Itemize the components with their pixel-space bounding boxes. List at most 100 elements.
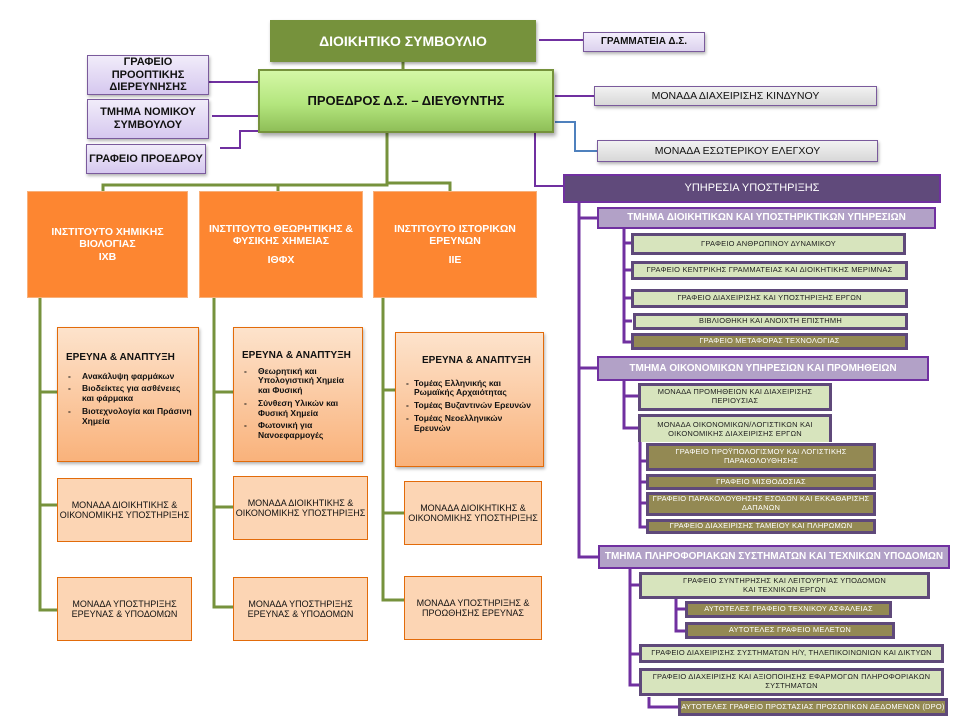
- dept-administrative-services[interactable]: ΤΜΗΜΑ ΔΙΟΙΚΗΤΙΚΩΝ ΚΑΙ ΥΠΟΣΤΗΡΙΚΤΙΚΩΝ ΥΠΗ…: [597, 207, 936, 229]
- rnd-box-itfx[interactable]: ΕΡΕΥΝΑ & ΑΝΑΠΤΥΞΗ Θεωρητική και Υπολογισ…: [233, 327, 363, 462]
- research-support-unit-itfx[interactable]: ΜΟΝΑΔΑ ΥΠΟΣΤΗΡΙΞΗΣ ΕΡΕΥΝΑΣ & ΥΠΟΔΟΜΩΝ: [233, 577, 368, 641]
- support-service-label: ΥΠΗΡΕΣΙΑ ΥΠΟΣΤΗΡΙΞΗΣ: [684, 182, 820, 195]
- rnd-item: Βιοτεχνολογία και Πράσινη Χημεία: [66, 406, 192, 427]
- rnd-item: Τομέας Ελληνικής και Ρωμαϊκής Αρχαιότητα…: [404, 378, 537, 399]
- dept-information-systems[interactable]: ΤΜΗΜΑ ΠΛΗΡΟΦΟΡΙΑΚΩΝ ΣΥΣΤΗΜΑΤΩΝ ΚΑΙ ΤΕΧΝΙ…: [598, 545, 950, 569]
- office-label: ΓΡΑΦΕΙΟ ΚΕΝΤΡΙΚΗΣ ΓΡΑΜΜΑΤΕΙΑΣ ΚΑΙ ΔΙΟΙΚΗ…: [646, 265, 893, 275]
- rnd-box-ixb[interactable]: ΕΡΕΥΝΑ & ΑΝΑΠΤΥΞΗ Ανακάλυψη φαρμάκων Βιο…: [57, 327, 199, 462]
- institute-chemical-biology[interactable]: ΙΝΣΤΙΤΟΥΤΟ ΧΗΜΙΚΗΣ ΒΙΟΛΟΓΙΑΣ ΙΧΒ: [27, 191, 188, 298]
- unit-label: ΜΟΝΑΔΑ ΔΙΟΙΚΗΤΙΚΗΣ & ΟΙΚΟΝΟΜΙΚΗΣ ΥΠΟΣΤΗΡ…: [59, 499, 190, 520]
- support-service[interactable]: ΥΠΗΡΕΣΙΑ ΥΠΟΣΤΗΡΙΞΗΣ: [563, 174, 941, 203]
- board-secretariat-label: ΓΡΑΜΜΑΤΕΙΑ Δ.Σ.: [600, 36, 688, 48]
- board-label: ΔΙΟΙΚΗΤΙΚΟ ΣΥΜΒΟΥΛΙΟ: [319, 32, 487, 49]
- unit-label: ΜΟΝΑΔΑ ΔΙΟΙΚΗΤΙΚΗΣ & ΟΙΚΟΝΟΜΙΚΗΣ ΥΠΟΣΤΗΡ…: [408, 502, 538, 523]
- board-of-directors[interactable]: ΔΙΟΙΚΗΤΙΚΟ ΣΥΜΒΟΥΛΙΟ: [270, 20, 536, 62]
- connector-support-trunk: [577, 202, 598, 559]
- institute-name: ΕΡΕΥΝΩΝ: [429, 235, 481, 248]
- rnd-item: Βιοδείκτες για ασθένειες και φάρμακα: [66, 383, 192, 404]
- office-maintenance-infrastructure[interactable]: ΓΡΑΦΕΙΟ ΣΥΝΤΗΡΗΣΗΣ ΚΑΙ ΛΕΙΤΟΥΡΓΙΑΣ ΥΠΟΔΟ…: [639, 572, 930, 599]
- rnd-list: Θεωρητική και Υπολογιστική Χημεία και Φυ…: [242, 366, 356, 444]
- office-label: ΓΡΑΦΕΙΟ ΜΙΣΘΟΔΟΣΙΑΣ: [716, 476, 806, 486]
- institute-historical-research[interactable]: ΙΝΣΤΙΤΟΥΤΟ ΙΣΤΟΡΙΚΩΝ ΕΡΕΥΝΩΝ ΙΙΕ: [373, 191, 537, 298]
- rnd-title: ΕΡΕΥΝΑ & ΑΝΑΠΤΥΞΗ: [422, 355, 531, 366]
- president-office-label: ΓΡΑΦΕΙΟ ΠΡΟΕΔΡΟΥ: [89, 152, 203, 165]
- rnd-item: Τομέας Νεοελληνικών Ερευνών: [404, 413, 537, 434]
- office-label: ΓΡΑΦΕΙΟ ΑΝΘΡΩΠΙΝΟΥ ΔΥΝΑΜΙΚΟΥ: [700, 238, 836, 248]
- rnd-item: Ανακάλυψη φαρμάκων: [66, 371, 192, 382]
- office-label: ΑΥΤΟΤΕΛΕΣ ΓΡΑΦΕΙΟ ΜΕΛΕΤΩΝ: [728, 625, 852, 635]
- office-label: ΓΡΑΦΕΙΟ ΜΕΤΑΦΟΡΑΣ ΤΕΧΝΟΛΟΓΙΑΣ: [699, 336, 840, 346]
- president-director[interactable]: ΠΡΟΕΔΡΟΣ Δ.Σ. – ΔΙΕΥΘΥΝΤΗΣ: [258, 69, 554, 133]
- dept-financial-services[interactable]: ΤΜΗΜΑ ΟΙΚΟΝΟΜΙΚΩΝ ΥΠΗΡΕΣΙΩΝ ΚΑΙ ΠΡΟΜΗΘΕΙ…: [597, 356, 929, 381]
- office-label: ΓΡΑΦΕΙΟ ΔΙΑΧΕΙΡΙΣΗΣ ΚΑΙ ΑΞΙΟΠΟΙΗΣΗΣ ΕΦΑΡ…: [652, 672, 931, 690]
- institute-name: ΙΝΣΤΙΤΟΥΤΟ ΧΗΜΙΚΗΣ: [51, 226, 164, 239]
- connector-inst2-trunk: [212, 297, 233, 609]
- unit-label: ΜΟΝΑΔΑ ΔΙΟΙΚΗΤΙΚΗΣ & ΟΙΚΟΝΟΜΙΚΗΣ ΥΠΟΣΤΗΡ…: [235, 497, 366, 518]
- department-label: ΤΜΗΜΑ ΟΙΚΟΝΟΜΙΚΩΝ ΥΠΗΡΕΣΙΩΝ ΚΑΙ ΠΡΟΜΗΘΕΙ…: [629, 362, 897, 374]
- research-support-unit-ixb[interactable]: ΜΟΝΑΔΑ ΥΠΟΣΤΗΡΙΞΗΣ ΕΡΕΥΝΑΣ & ΥΠΟΔΟΜΩΝ: [57, 577, 192, 641]
- office-label: ΓΡΑΦΕΙΟ ΠΑΡΑΚΟΛΟΥΘΗΣΗΣ ΕΣΟΔΩΝ ΚΑΙ ΕΚΚΑΘΑ…: [652, 494, 870, 512]
- office-financial-accounting[interactable]: ΜΟΝΑΔΑ ΟΙΚΟΝΟΜΙΚΩΝ/ΛΟΓΙΣΤΙΚΩΝ ΚΑΙ ΟΙΚΟΝΟ…: [638, 414, 832, 442]
- admin-finance-unit-iie[interactable]: ΜΟΝΑΔΑ ΔΙΟΙΚΗΤΙΚΗΣ & ΟΙΚΟΝΟΜΙΚΗΣ ΥΠΟΣΤΗΡ…: [404, 481, 542, 545]
- office-label: ΚΑΙ ΤΕΧΝΙΚΩΝ ΕΡΓΩΝ: [743, 584, 826, 594]
- office-information-applications[interactable]: ΓΡΑΦΕΙΟ ΔΙΑΧΕΙΡΙΣΗΣ ΚΑΙ ΑΞΙΟΠΟΙΗΣΗΣ ΕΦΑΡ…: [639, 668, 944, 696]
- office-treasury-payments[interactable]: ΓΡΑΦΕΙΟ ΔΙΑΧΕΙΡΙΣΗΣ ΤΑΜΕΙΟΥ ΚΑΙ ΠΛΗΡΩΜΩΝ: [646, 519, 876, 534]
- office-studies[interactable]: ΑΥΤΟΤΕΛΕΣ ΓΡΑΦΕΙΟ ΜΕΛΕΤΩΝ: [685, 622, 895, 639]
- institute-theoretical-physical-chemistry[interactable]: ΙΝΣΤΙΤΟΥΤΟ ΘΕΩΡΗΤΙΚΗΣ & ΦΥΣΙΚΗΣ ΧΗΜΕΙΑΣ …: [199, 191, 363, 298]
- research-promotion-unit-iie[interactable]: ΜΟΝΑΔΑ ΥΠΟΣΤΗΡΙΞΗΣ & ΠΡΟΩΘΗΣΗΣ ΕΡΕΥΝΑΣ: [404, 576, 542, 640]
- institute-name: ΙΝΣΤΙΤΟΥΤΟ ΘΕΩΡΗΤΙΚΗΣ &: [208, 223, 354, 236]
- office-human-resources[interactable]: ΓΡΑΦΕΙΟ ΑΝΘΡΩΠΙΝΟΥ ΔΥΝΑΜΙΚΟΥ: [631, 233, 906, 255]
- risk-management-unit[interactable]: ΜΟΝΑΔΑ ΔΙΑΧΕΙΡΙΣΗΣ ΚΙΝΔΥΝΟΥ: [594, 86, 877, 106]
- office-procurement[interactable]: ΜΟΝΑΔΑ ΠΡΟΜΗΘΕΙΩΝ ΚΑΙ ΔΙΑΧΕΙΡΙΣΗΣ ΠΕΡΙΟΥ…: [638, 383, 832, 411]
- office-payroll[interactable]: ΓΡΑΦΕΙΟ ΜΙΣΘΟΔΟΣΙΑΣ: [646, 474, 876, 490]
- office-label: ΒΙΒΛΙΟΘΗΚΗ ΚΑΙ ΑΝΟΙΧΤΗ ΕΠΙΣΤΗΜΗ: [699, 316, 842, 326]
- rnd-box-iie[interactable]: ΕΡΕΥΝΑ & ΑΝΑΠΤΥΞΗ Τομέας Ελληνικής και Ρ…: [395, 332, 544, 467]
- institute-name: ΒΙΟΛΟΓΙΑΣ: [79, 238, 136, 251]
- connector-support: [534, 124, 563, 187]
- legal-advisor-department[interactable]: ΤΜΗΜΑ ΝΟΜΙΚΟΥ ΣΥΜΒΟΥΛΟΥ: [87, 99, 209, 139]
- connector-institute-3: [387, 181, 452, 191]
- board-secretariat[interactable]: ΓΡΑΜΜΑΤΕΙΑ Δ.Σ.: [583, 32, 705, 52]
- legal-advisor-label: ΤΜΗΜΑ ΝΟΜΙΚΟΥ ΣΥΜΒΟΥΛΟΥ: [100, 106, 196, 131]
- department-label: ΤΜΗΜΑ ΠΛΗΡΟΦΟΡΙΑΚΩΝ ΣΥΣΤΗΜΑΤΩΝ ΚΑΙ ΤΕΧΝΙ…: [604, 551, 944, 563]
- rnd-item: Τομέας Βυζαντινών Ερευνών: [404, 400, 537, 411]
- rnd-item: Φωτονική για Νανοεφαρμογές: [242, 421, 356, 441]
- office-label: ΑΥΤΟΤΕΛΕΣ ΓΡΑΦΕΙΟ ΠΡΟΣΤΑΣΙΑΣ ΠΡΟΣΩΠΙΚΩΝ …: [681, 701, 945, 711]
- office-label: ΓΡΑΦΕΙΟ ΠΡΟΫΠΟΛΟΓΙΣΜΟΥ ΚΑΙ ΛΟΓΙΣΤΙΚΗΣ ΠΑ…: [675, 447, 847, 465]
- office-label: ΓΡΑΦΕΙΟ ΔΙΑΧΕΙΡΙΣΗΣ ΣΥΣΤΗΜΑΤΩΝ Η/Υ, ΤΗΛΕ…: [651, 648, 932, 658]
- institute-abbr: ΙΘΦΧ: [267, 253, 295, 266]
- unit-label: ΜΟΝΑΔΑ ΥΠΟΣΤΗΡΙΞΗΣ ΕΡΕΥΝΑΣ & ΥΠΟΔΟΜΩΝ: [247, 598, 354, 619]
- office-project-management[interactable]: ΓΡΑΦΕΙΟ ΔΙΑΧΕΙΡΙΣΗΣ ΚΑΙ ΥΠΟΣΤΗΡΙΞΗΣ ΕΡΓΩ…: [631, 289, 908, 308]
- connector-audit: [555, 121, 597, 152]
- office-budget-monitoring[interactable]: ΓΡΑΦΕΙΟ ΠΡΟΫΠΟΛΟΓΙΣΜΟΥ ΚΑΙ ΛΟΓΙΣΤΙΚΗΣ ΠΑ…: [646, 443, 876, 471]
- risk-management-label: ΜΟΝΑΔΑ ΔΙΑΧΕΙΡΙΣΗΣ ΚΙΝΔΥΝΟΥ: [651, 89, 820, 102]
- office-label: ΜΟΝΑΔΑ ΟΙΚΟΝΟΜΙΚΩΝ/ΛΟΓΙΣΤΙΚΩΝ ΚΑΙ ΟΙΚΟΝΟ…: [657, 419, 813, 438]
- foresight-office[interactable]: ΓΡΑΦΕΙΟ ΠΡΟΟΠΤΙΚΗΣ ΔΙΕΡΕΥΝΗΣΗΣ: [87, 55, 209, 95]
- internal-audit-unit[interactable]: ΜΟΝΑΔΑ ΕΣΩΤΕΡΙΚΟΥ ΕΛΕΓΧΟΥ: [597, 140, 878, 162]
- office-data-protection-dpo[interactable]: ΑΥΤΟΤΕΛΕΣ ΓΡΑΦΕΙΟ ΠΡΟΣΤΑΣΙΑΣ ΠΡΟΣΩΠΙΚΩΝ …: [678, 698, 948, 716]
- office-revenue-expenses[interactable]: ΓΡΑΦΕΙΟ ΠΑΡΑΚΟΛΟΥΘΗΣΗΣ ΕΣΟΔΩΝ ΚΑΙ ΕΚΚΑΘΑ…: [646, 492, 876, 516]
- unit-label: ΜΟΝΑΔΑ ΥΠΟΣΤΗΡΙΞΗΣ & ΠΡΟΩΘΗΣΗΣ ΕΡΕΥΝΑΣ: [416, 597, 530, 618]
- office-library-open-science[interactable]: ΒΙΒΛΙΟΘΗΚΗ ΚΑΙ ΑΝΟΙΧΤΗ ΕΠΙΣΤΗΜΗ: [633, 313, 908, 330]
- institute-name: ΦΥΣΙΚΗΣ ΧΗΜΕΙΑΣ: [232, 235, 330, 248]
- rnd-list: Ανακάλυψη φαρμάκων Βιοδείκτες για ασθένε…: [66, 371, 192, 430]
- internal-audit-label: ΜΟΝΑΔΑ ΕΣΩΤΕΡΙΚΟΥ ΕΛΕΓΧΟΥ: [654, 144, 821, 157]
- unit-label: ΜΟΝΑΔΑ ΥΠΟΣΤΗΡΙΞΗΣ ΕΡΕΥΝΑΣ & ΥΠΟΔΟΜΩΝ: [71, 598, 178, 619]
- foresight-office-label: ΓΡΑΦΕΙΟ ΠΡΟΟΠΤΙΚΗΣ ΔΙΕΡΕΥΝΗΣΗΣ: [109, 56, 187, 94]
- office-central-secretariat[interactable]: ΓΡΑΦΕΙΟ ΚΕΝΤΡΙΚΗΣ ΓΡΑΜΜΑΤΕΙΑΣ ΚΑΙ ΔΙΟΙΚΗ…: [631, 261, 908, 280]
- office-label: ΓΡΑΦΕΙΟ ΔΙΑΧΕΙΡΙΣΗΣ ΤΑΜΕΙΟΥ ΚΑΙ ΠΛΗΡΩΜΩΝ: [669, 521, 853, 531]
- connector-president-office: [220, 130, 258, 149]
- connector-institute-1: [101, 124, 389, 191]
- president-label: ΠΡΟΕΔΡΟΣ Δ.Σ. – ΔΙΕΥΘΥΝΤΗΣ: [307, 92, 505, 108]
- office-technical-safety[interactable]: ΑΥΤΟΤΕΛΕΣ ΓΡΑΦΕΙΟ ΤΕΧΝΙΚΟΥ ΑΣΦΑΛΕΙΑΣ: [685, 601, 892, 618]
- admin-finance-unit-ixb[interactable]: ΜΟΝΑΔΑ ΔΙΟΙΚΗΤΙΚΗΣ & ΟΙΚΟΝΟΜΙΚΗΣ ΥΠΟΣΤΗΡ…: [57, 478, 192, 542]
- rnd-title: ΕΡΕΥΝΑ & ΑΝΑΠΤΥΞΗ: [66, 352, 175, 363]
- president-office[interactable]: ΓΡΑΦΕΙΟ ΠΡΟΕΔΡΟΥ: [86, 144, 206, 174]
- office-label: ΓΡΑΦΕΙΟ ΣΥΝΤΗΡΗΣΗΣ ΚΑΙ ΛΕΙΤΟΥΡΓΙΑΣ ΥΠΟΔΟ…: [683, 575, 886, 585]
- office-label: ΑΥΤΟΤΕΛΕΣ ΓΡΑΦΕΙΟ ΤΕΧΝΙΚΟΥ ΑΣΦΑΛΕΙΑΣ: [704, 604, 873, 614]
- office-label: ΓΡΑΦΕΙΟ ΔΙΑΧΕΙΡΙΣΗΣ ΚΑΙ ΥΠΟΣΤΗΡΙΞΗΣ ΕΡΓΩ…: [677, 293, 862, 303]
- office-technology-transfer[interactable]: ΓΡΑΦΕΙΟ ΜΕΤΑΦΟΡΑΣ ΤΕΧΝΟΛΟΓΙΑΣ: [631, 333, 908, 350]
- admin-finance-unit-itfx[interactable]: ΜΟΝΑΔΑ ΔΙΟΙΚΗΤΙΚΗΣ & ΟΙΚΟΝΟΜΙΚΗΣ ΥΠΟΣΤΗΡ…: [233, 476, 368, 540]
- office-it-networks[interactable]: ΓΡΑΦΕΙΟ ΔΙΑΧΕΙΡΙΣΗΣ ΣΥΣΤΗΜΑΤΩΝ Η/Υ, ΤΗΛΕ…: [639, 644, 944, 663]
